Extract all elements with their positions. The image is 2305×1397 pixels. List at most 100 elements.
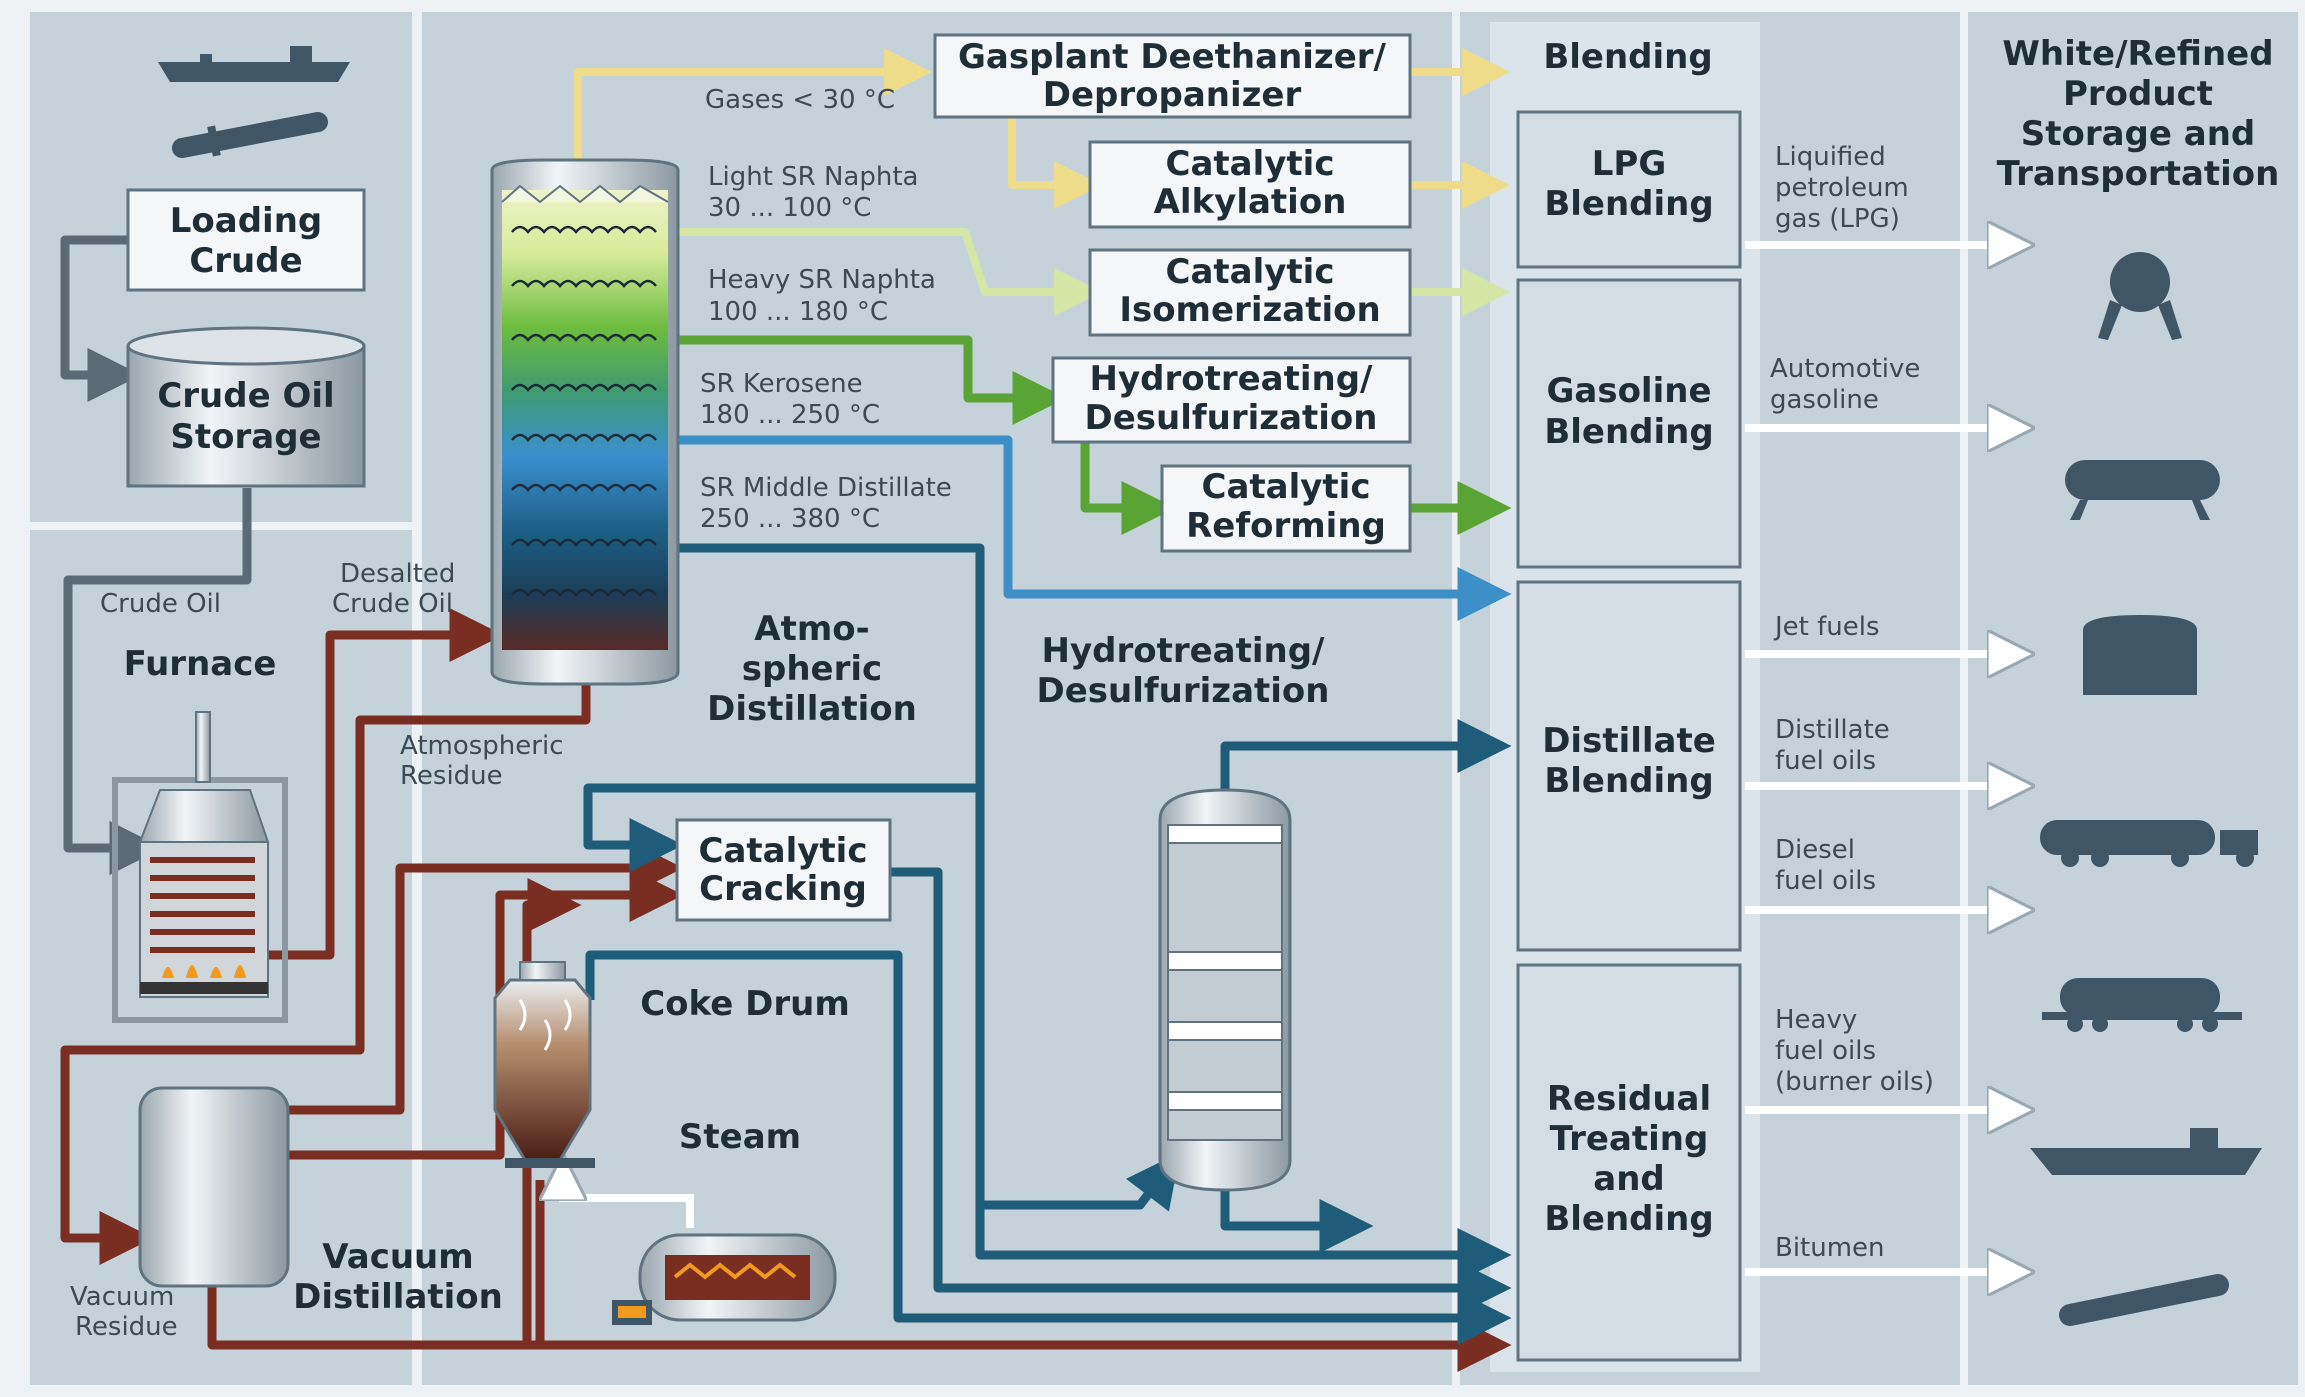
- atm-residue-label-1: Atmospheric: [400, 731, 564, 761]
- steam-label: Steam: [679, 1117, 801, 1157]
- product-jet: Jet fuels: [1773, 612, 1880, 642]
- product-distillate-2: fuel oils: [1775, 746, 1876, 776]
- light-naphtha-label-2: 30 ... 100 °C: [708, 193, 871, 223]
- atmospheric-column: [490, 158, 680, 686]
- residual-blending-label-1: Residual: [1547, 1079, 1711, 1119]
- product-diesel-2: fuel oils: [1775, 866, 1876, 896]
- heavy-naphtha-lines: [678, 335, 1512, 535]
- loading-crude-label-2: Crude: [189, 241, 302, 281]
- catalytic-reforming-box: [1160, 464, 1412, 553]
- product-gasoline-2: gasoline: [1770, 385, 1879, 415]
- atmospheric-label-3: Distillation: [707, 689, 917, 729]
- distillate-blending-label-1: Distillate: [1542, 721, 1716, 761]
- vacuum-distillation-tank: [138, 1086, 290, 1288]
- storage-tank-icon: [2083, 615, 2197, 695]
- furnace: [112, 711, 288, 1023]
- isomerization-label-2: Isomerization: [1119, 290, 1380, 330]
- gas-lines: [574, 48, 1510, 209]
- gases-label: Gases < 30 °C: [705, 85, 895, 115]
- ship-icon: [2030, 1128, 2262, 1175]
- coke-drum-label: Coke Drum: [640, 984, 850, 1024]
- product-arrows: [1745, 245, 2023, 1272]
- gasoline-blending-label-2: Blending: [1544, 412, 1713, 452]
- tanker-truck-icon: [2040, 820, 2258, 867]
- kerosene-line: [678, 435, 1512, 621]
- hydrotreating-reactor-label-2: Desulfurization: [1036, 671, 1329, 711]
- lpg-blending-label-2: Blending: [1544, 184, 1713, 224]
- storage-header-3: Storage and: [2021, 114, 2256, 154]
- gasplant-label-1: Gasplant Deethanizer/: [958, 37, 1387, 77]
- light-naphtha-label-1: Light SR Naphta: [708, 162, 918, 192]
- distillate-blending-label-2: Blending: [1544, 761, 1713, 801]
- residue-lines: [60, 608, 1512, 1372]
- coke-drum: [493, 961, 595, 1168]
- crude-storage-label-1: Crude Oil: [157, 376, 334, 416]
- hydrotreating-box-label-2: Desulfurization: [1084, 398, 1377, 438]
- storage-header-2: Product: [2063, 74, 2213, 114]
- reforming-label-1: Catalytic: [1202, 467, 1371, 507]
- isomerization-label-1: Catalytic: [1166, 252, 1335, 292]
- kerosene-label-1: SR Kerosene: [700, 369, 863, 399]
- crude-oil-storage-tank: [126, 326, 366, 488]
- light-naphtha-lines: [678, 228, 1510, 316]
- blending-header: Blending: [1543, 37, 1712, 77]
- product-diesel-1: Diesel: [1775, 835, 1855, 865]
- sphere-tank-icon: [2098, 252, 2182, 340]
- middle-distillate-label-1: SR Middle Distillate: [700, 473, 952, 503]
- storage-header-1: White/Refined: [2002, 34, 2273, 74]
- vac-residue-label-1: Vacuum: [70, 1282, 174, 1312]
- residual-blending-label-4: Blending: [1544, 1199, 1713, 1239]
- lpg-blending-label-1: LPG: [1592, 144, 1667, 184]
- gasoline-blending-label-1: Gasoline: [1546, 371, 1711, 411]
- residual-blending-label-2: Treating: [1550, 1119, 1709, 1159]
- cracking-label-1: Catalytic: [699, 831, 868, 871]
- reforming-label-2: Reforming: [1186, 506, 1386, 546]
- hydrotreating-reactor: [1158, 788, 1292, 1192]
- hydrotreating-box: [1051, 356, 1412, 444]
- desalted-label-1: Desalted: [340, 559, 455, 589]
- loading-crude-label-1: Loading: [170, 201, 323, 241]
- product-heavy-1: Heavy: [1775, 1005, 1857, 1035]
- heavy-naphtha-label-1: Heavy SR Naphta: [708, 265, 936, 295]
- pipeline-transport-icon: [2059, 1274, 2229, 1326]
- residual-blending-box: [1516, 963, 1742, 1362]
- product-heavy-3: (burner oils): [1775, 1067, 1934, 1097]
- middle-distillate-label-2: 250 ... 380 °C: [700, 504, 880, 534]
- furnace-label: Furnace: [124, 644, 277, 684]
- catalytic-alkylation-box: [1088, 140, 1412, 229]
- vacuum-label-1: Vacuum: [322, 1237, 473, 1277]
- desalted-label-2: Crude Oil: [332, 589, 453, 619]
- crude-oil-lines: [60, 235, 252, 875]
- product-lpg-3: gas (LPG): [1775, 204, 1900, 234]
- middle-distillate-lines: [583, 543, 1512, 1345]
- rail-tank-car-icon: [2042, 978, 2242, 1032]
- steam-boiler: [612, 1233, 837, 1325]
- loading-crude-box: [126, 188, 366, 292]
- vac-residue-label-2: Residue: [75, 1312, 178, 1342]
- residual-blending-label-3: and: [1593, 1159, 1665, 1199]
- product-lpg-1: Liquified: [1775, 142, 1886, 172]
- alkylation-label-2: Alkylation: [1154, 182, 1347, 222]
- gasplant-label-2: Depropanizer: [1043, 75, 1302, 115]
- atmospheric-label-1: Atmo-: [754, 609, 869, 649]
- crude-storage-label-2: Storage: [170, 417, 321, 457]
- tanker-ship-icon: [158, 46, 350, 82]
- kerosene-label-2: 180 ... 250 °C: [700, 400, 880, 430]
- product-bitumen: Bitumen: [1775, 1233, 1885, 1263]
- product-heavy-2: fuel oils: [1775, 1036, 1876, 1066]
- steam-line: [563, 1165, 694, 1228]
- atmospheric-label-2: spheric: [742, 649, 882, 689]
- lpg-blending-box: [1516, 110, 1742, 269]
- crude-oil-stream-label: Crude Oil: [100, 589, 221, 619]
- gasoline-blending-box: [1516, 278, 1742, 569]
- heavy-naphtha-label-2: 100 ... 180 °C: [708, 297, 888, 327]
- storage-panel: [1968, 12, 2298, 1385]
- product-distillate-1: Distillate: [1775, 715, 1890, 745]
- product-lpg-2: petroleum: [1775, 173, 1909, 203]
- alkylation-label-1: Catalytic: [1166, 144, 1335, 184]
- catalytic-isomerization-box: [1088, 248, 1412, 337]
- distillate-blending-box: [1516, 580, 1742, 952]
- storage-header-4: Transportation: [1997, 154, 2280, 194]
